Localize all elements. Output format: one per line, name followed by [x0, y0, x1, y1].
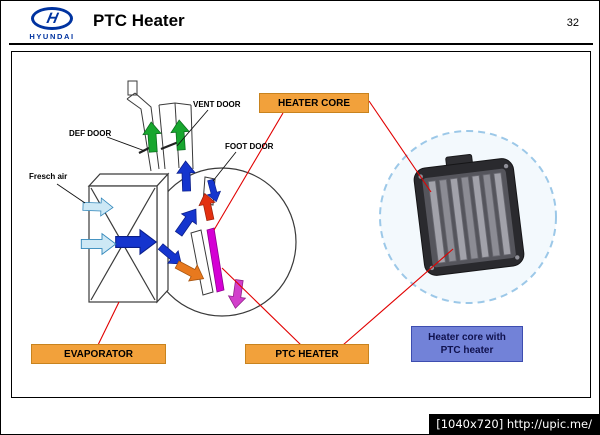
- green-up-arrow: [169, 118, 191, 152]
- hyundai-logo: H HYUNDAI: [19, 7, 85, 41]
- hyundai-logo-oval-icon: H: [31, 7, 73, 30]
- ptc-heater-callout: PTC HEATER: [245, 344, 369, 364]
- red-connector-lines: [97, 100, 454, 346]
- heater-fins: [427, 172, 512, 264]
- hyundai-wordmark: HYUNDAI: [29, 32, 75, 41]
- photo-caption-line1: Heater core with: [428, 332, 506, 343]
- header-divider: [9, 43, 593, 45]
- page-title: PTC Heater: [93, 11, 185, 30]
- photo-caption-line2: PTC heater: [440, 345, 494, 356]
- heater-core-callout: HEATER CORE: [259, 93, 369, 113]
- def-door-label: DEF DOOR: [69, 129, 112, 138]
- ptc-element-bar: [206, 227, 225, 293]
- page-number: 32: [566, 17, 579, 29]
- foot-door-label: FOOT DOOR: [225, 142, 274, 151]
- vent-door-label: VENT DOOR: [193, 100, 241, 109]
- label-pointer-lines: [56, 109, 237, 204]
- evaporator-callout: EVAPORATOR: [31, 344, 166, 364]
- ptc-heater-photo: [413, 153, 525, 276]
- fresh-air-label: Fresch air: [29, 172, 68, 181]
- watermark: [1040x720] http://upic.me/: [429, 414, 599, 434]
- photo-caption: Heater core with PTC heater: [411, 326, 523, 362]
